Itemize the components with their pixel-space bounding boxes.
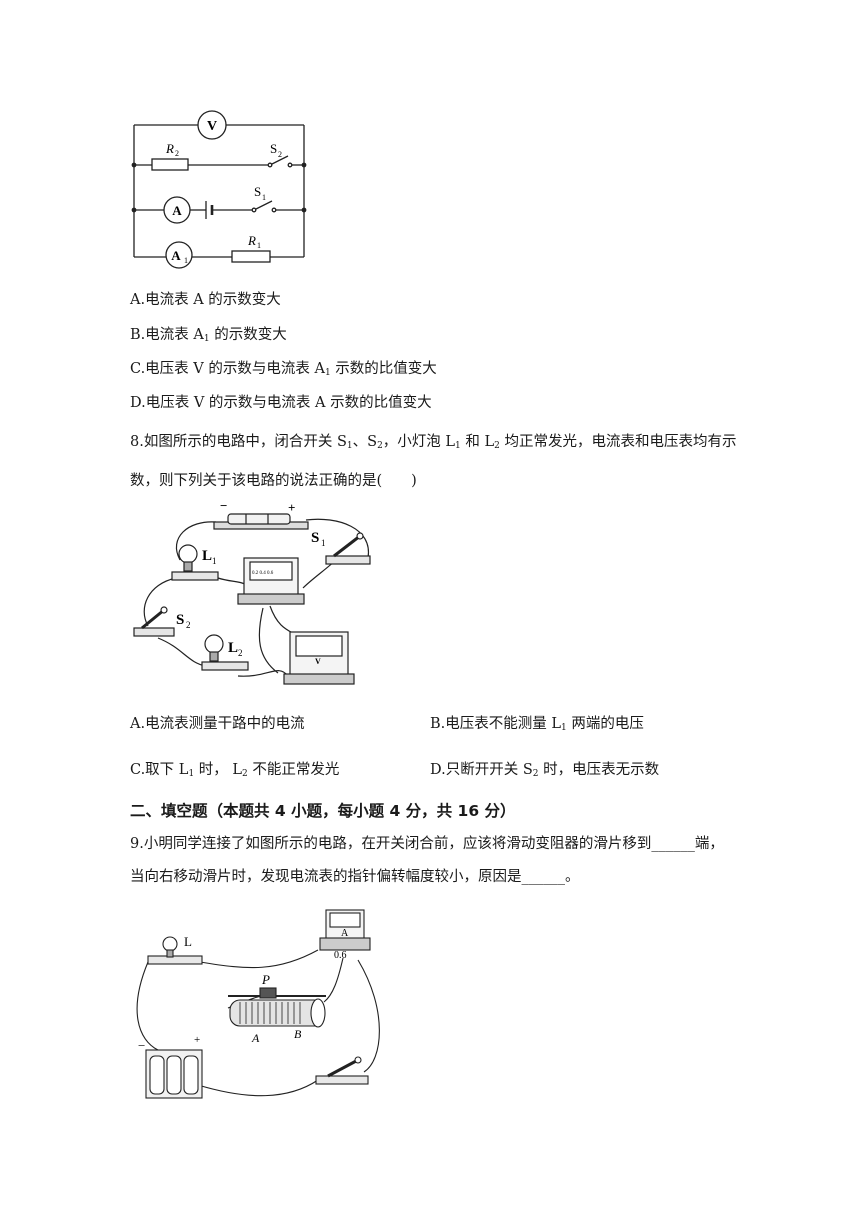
- q8-circuit-figure: − + S 1 L 1 0.2 0.4 0.6 S 2 L 2 V: [133, 498, 371, 685]
- svg-text:0.2 0.4 0.6: 0.2 0.4 0.6: [252, 571, 274, 576]
- svg-text:L: L: [202, 548, 212, 564]
- q9-lamp-l: [147, 936, 203, 965]
- q9-switch: [315, 1056, 369, 1085]
- svg-text:S: S: [311, 530, 319, 546]
- q9-battery-pack: [145, 1049, 203, 1099]
- svg-text:2: 2: [186, 620, 191, 630]
- q7-s2-label: S: [270, 141, 277, 156]
- q8-stem-line2: 数，则下列关于该电路的说法正确的是( ): [130, 473, 417, 489]
- svg-text:S: S: [176, 612, 184, 628]
- q8-bulb-l2: [201, 634, 249, 671]
- q7-option-c: C.电压表 V 的示数与电流表 A1 示数的比值变大: [130, 361, 437, 378]
- q7-ammeter1-label: A: [171, 248, 181, 263]
- q8-battery-minus: −: [220, 498, 227, 513]
- q9-end-a-label: A: [251, 1031, 260, 1045]
- q7-option-d: D.电压表 V 的示数与电流表 A 示数的比值变大: [130, 395, 432, 411]
- q8-switch-s1: [325, 532, 371, 565]
- q7-s1-label: S: [254, 184, 261, 199]
- q9-circuit-figure: L A 0.6 P A B − +: [136, 909, 380, 1099]
- q7-r2-label: R: [165, 141, 174, 156]
- svg-text:2: 2: [238, 648, 243, 658]
- q9-battery-minus: −: [138, 1038, 145, 1053]
- q7-circuit-diagram: V A A 1 R 2 S 2 S 1 R 1: [131, 110, 307, 269]
- svg-text:V: V: [315, 657, 321, 666]
- q9-slider-label: P: [261, 972, 270, 987]
- svg-text:1: 1: [321, 538, 326, 548]
- q9-lamp-label: L: [184, 934, 192, 949]
- q8-stem-line1: 8.如图所示的电路中，闭合开关 S1、S2，小灯泡 L1 和 L2 均正常发光，…: [130, 434, 737, 451]
- q9-end-b-label: B: [294, 1027, 302, 1041]
- q8-switch-s2: [133, 606, 175, 637]
- q9-ammeter-label: A: [341, 928, 349, 939]
- q9-rheostat: [228, 987, 326, 1028]
- q7-option-b: B.电流表 A1 的示数变大: [130, 327, 287, 344]
- q8-battery: [213, 513, 309, 530]
- q9-battery-plus: +: [194, 1034, 200, 1046]
- q8-bulb-l1: [171, 544, 219, 581]
- q9-stem-line2: 当向右移动滑片时，发现电流表的指针偏转幅度较小，原因是______。: [130, 869, 580, 885]
- q7-option-a: A.电流表 A 的示数变大: [130, 292, 281, 308]
- q8-option-b: B.电压表不能测量 L1 两端的电压: [430, 716, 644, 733]
- q8-option-d: D.只断开开关 S2 时，电压表无示数: [430, 762, 660, 779]
- q7-ammeter-label: A: [172, 203, 182, 218]
- q8-battery-plus: +: [288, 500, 295, 515]
- svg-text:L: L: [228, 640, 238, 656]
- svg-text:1: 1: [212, 556, 217, 566]
- q8-option-c: C.取下 L1 时， L2 不能正常发光: [130, 762, 340, 779]
- q7-voltmeter-label: V: [207, 119, 217, 134]
- q8-voltmeter: [283, 631, 355, 685]
- q9-stem-line1: 9.小明同学连接了如图所示的电路，在开关闭合前，应该将滑动变阻器的滑片移到___…: [130, 836, 724, 852]
- q8-option-a: A.电流表测量干路中的电流: [130, 716, 305, 732]
- q9-ammeter-range: 0.6: [334, 950, 347, 961]
- svg-text:1: 1: [257, 241, 261, 250]
- svg-text:2: 2: [175, 149, 179, 158]
- section-heading-fill-blank: 二、填空题（本题共 4 小题，每小题 4 分，共 16 分）: [130, 802, 516, 820]
- svg-text:2: 2: [278, 150, 282, 159]
- q7-r1-label: R: [247, 233, 256, 248]
- q8-ammeter: [237, 557, 305, 605]
- q9-ammeter: [319, 909, 371, 951]
- svg-text:1: 1: [262, 193, 266, 202]
- svg-text:1: 1: [184, 256, 188, 265]
